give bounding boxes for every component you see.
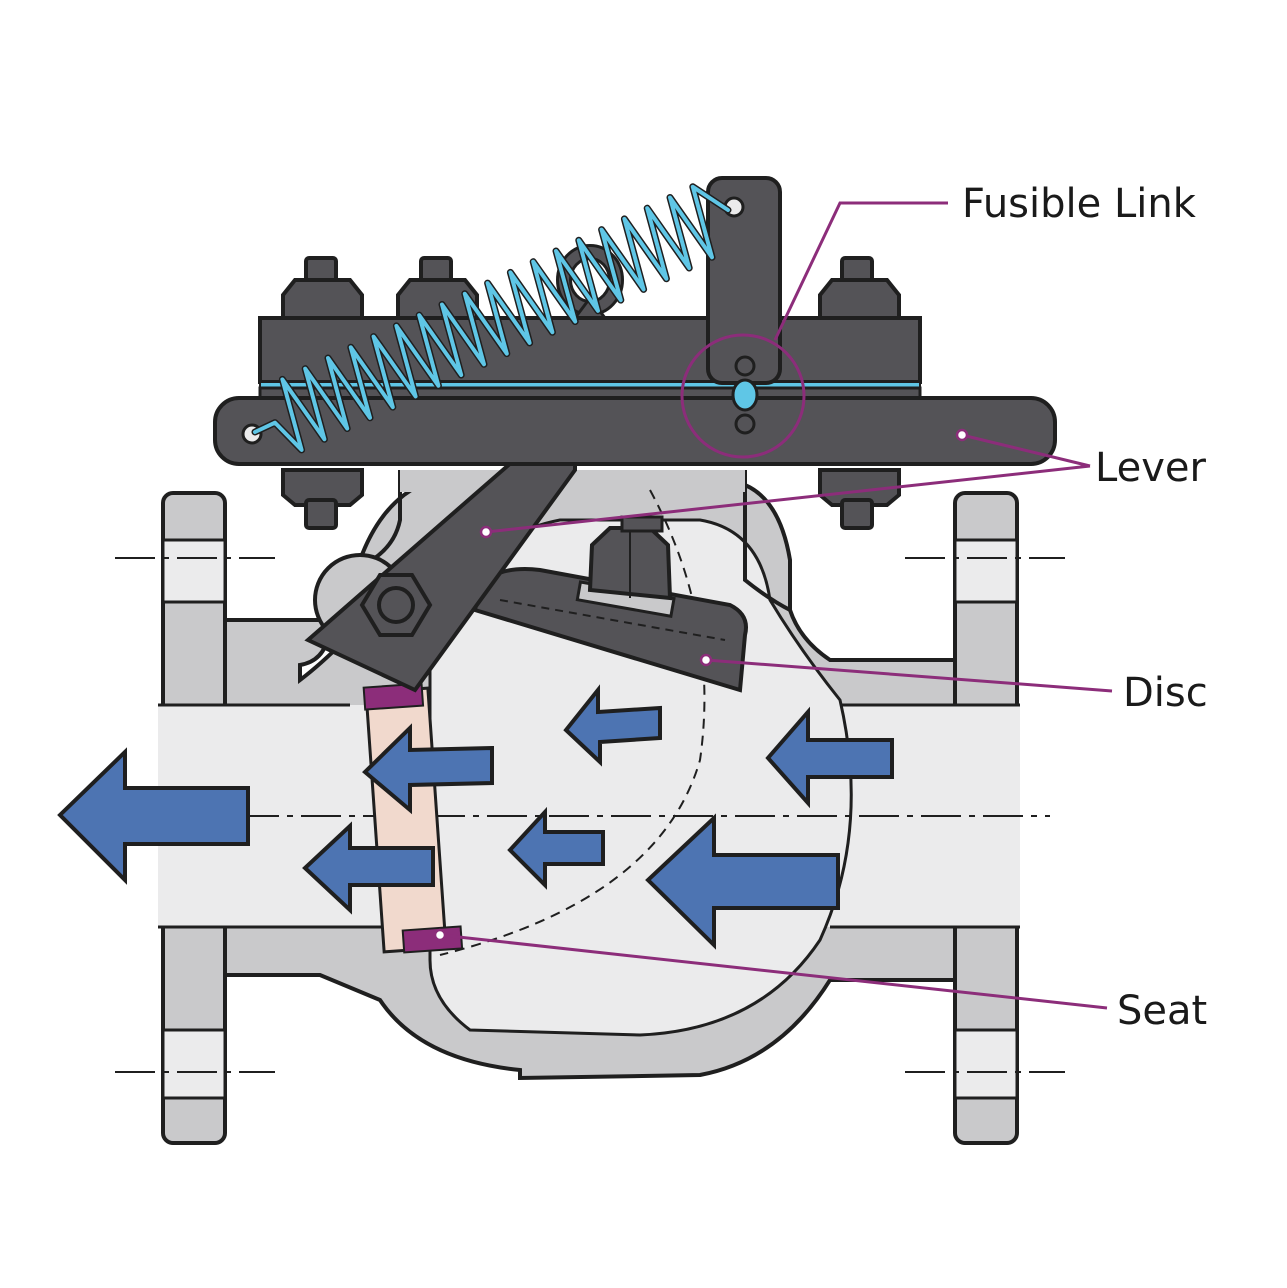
flow-arrow-icon <box>765 706 894 809</box>
flow-arrow-icon <box>645 813 840 950</box>
disc <box>472 515 748 693</box>
fusible-link-highlight <box>680 333 806 459</box>
flow-arrow-icon <box>302 821 435 915</box>
studs <box>281 256 901 530</box>
flow-arrow-icon <box>507 806 605 890</box>
flow-arrow-icon <box>57 747 250 885</box>
label-fusible-link: Fusible Link <box>962 181 1197 227</box>
disc-arm <box>304 453 577 693</box>
flow-arrows <box>57 684 894 950</box>
label-disc: Disc <box>1123 670 1208 716</box>
fusible-link <box>731 355 759 435</box>
flow-arrow-icon <box>563 684 662 767</box>
coil-spring-icon <box>251 183 732 454</box>
center-lines <box>115 557 1065 1073</box>
callout-dots <box>433 428 969 942</box>
callouts <box>439 201 1113 1010</box>
lever <box>213 396 1057 466</box>
link-arm <box>706 176 782 385</box>
disc-swing-arc <box>439 489 706 956</box>
label-seat: Seat <box>1117 988 1207 1034</box>
label-lever: Lever <box>1095 445 1206 491</box>
flow-arrow-icon <box>362 723 494 815</box>
